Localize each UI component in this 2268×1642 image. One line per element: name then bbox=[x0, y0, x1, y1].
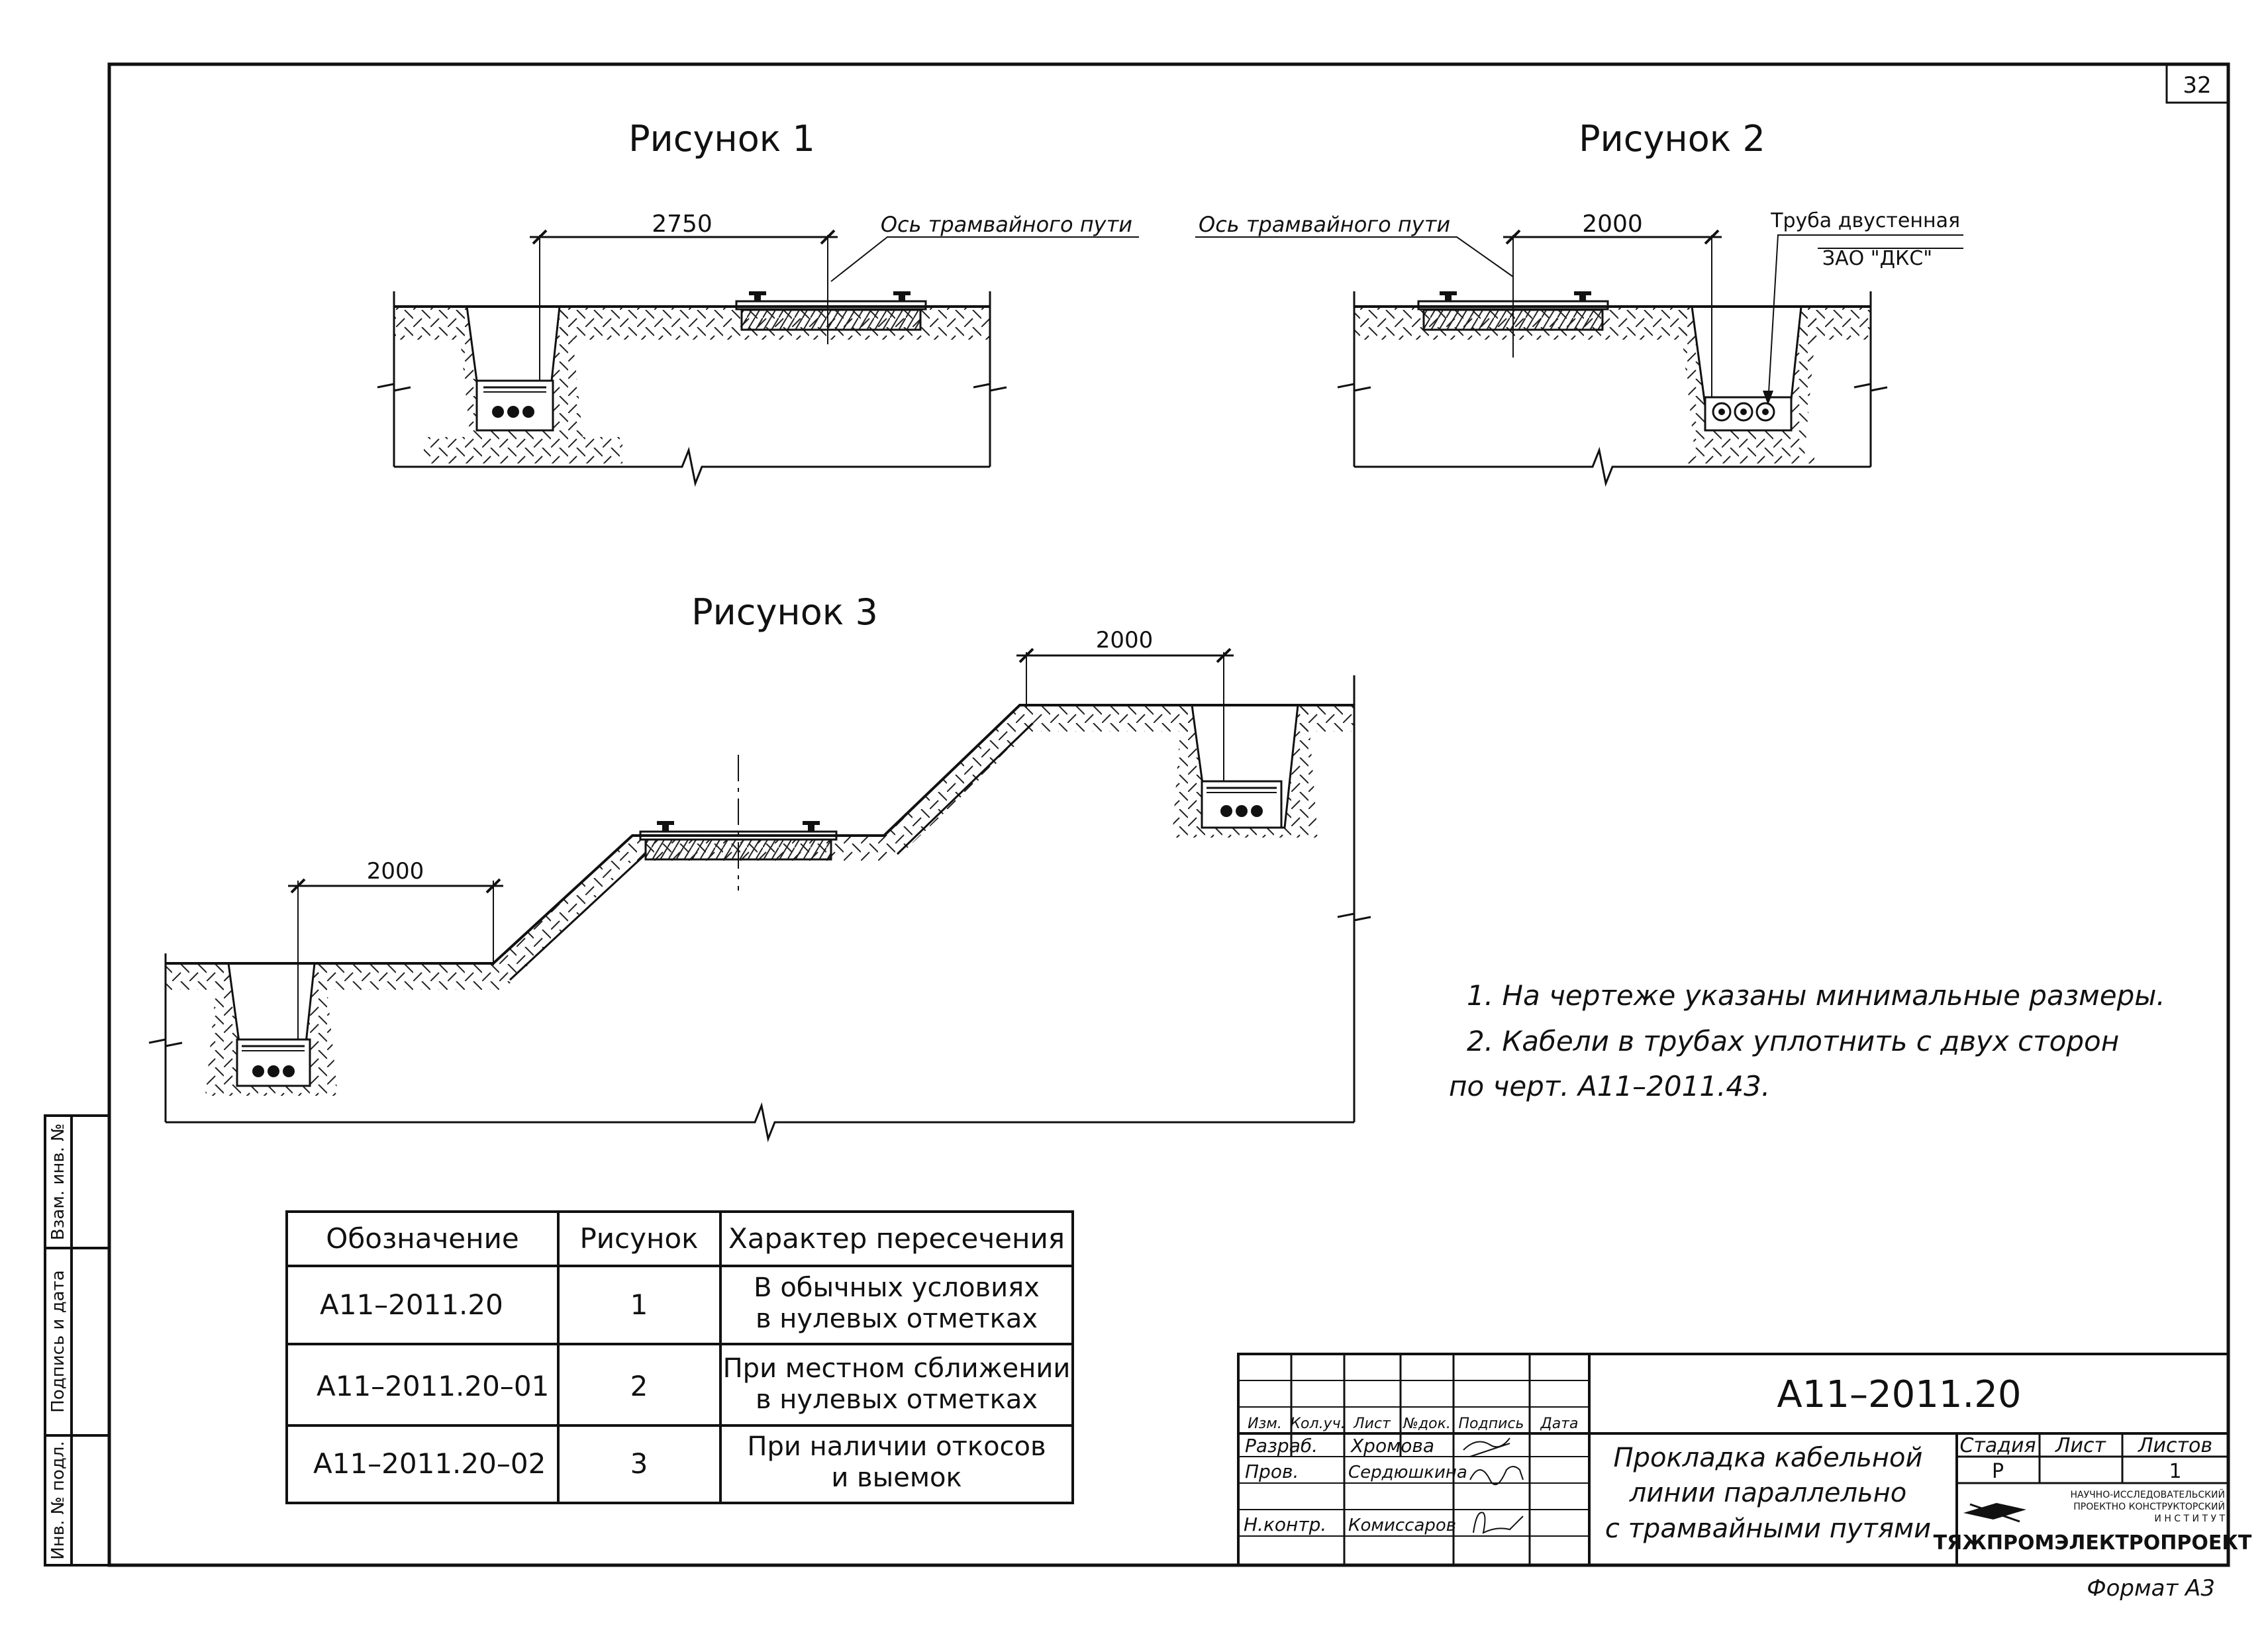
table-header-designation: Обозначение bbox=[326, 1222, 518, 1255]
table-row-1-nature-1: В обычных условиях bbox=[754, 1273, 1040, 1303]
figure-1-title: Рисунок 1 bbox=[628, 118, 815, 160]
signature-developer bbox=[1463, 1437, 1510, 1457]
stamp-sheet-header: Лист bbox=[2055, 1434, 2107, 1457]
table-row-3-nature-2: и выемок bbox=[831, 1463, 961, 1493]
table-row-1-designation: А11–2011.20 bbox=[320, 1288, 503, 1321]
figure-3: Рисунок 3 bbox=[148, 591, 1371, 1143]
stamp-doc-number: А11–2011.20 bbox=[1777, 1373, 2021, 1416]
stamp-title-1: Прокладка кабельной bbox=[1614, 1443, 1923, 1473]
title-block: Изм. Кол.уч. Лист №док. Подпись Дата Раз… bbox=[1237, 1353, 2252, 1567]
stamp-title-3: с трамвайными путями bbox=[1605, 1514, 1931, 1544]
stamp-title-2: линии параллельно bbox=[1629, 1478, 1907, 1508]
table-header-nature: Характер пересечения bbox=[728, 1222, 1065, 1255]
figure-3-dimension-lower: 2000 bbox=[367, 858, 424, 885]
table-row-3-designation: А11–2011.20–02 bbox=[313, 1447, 546, 1480]
figure-2-pipe-label-1: Труба двустенная bbox=[1770, 209, 1960, 232]
figure-2-axis-label: Ось трамвайного пути bbox=[1199, 212, 1450, 237]
table-row-1-figure: 1 bbox=[630, 1288, 648, 1321]
side-stamp-label-middle: Подпись и дата bbox=[48, 1270, 68, 1412]
stamp-name-checker: Сердюшкина bbox=[1348, 1463, 1467, 1482]
stamp-col-date: Дата bbox=[1540, 1416, 1579, 1432]
notes: 1. На чертеже указаны минимальные размер… bbox=[1449, 979, 2165, 1102]
format-label: Формат А3 bbox=[2087, 1575, 2215, 1602]
page-number: 32 bbox=[2183, 72, 2211, 99]
stamp-role-checker: Пров. bbox=[1245, 1461, 1299, 1482]
table-row-3-nature-1: При наличии откосов bbox=[747, 1431, 1046, 1462]
figure-3-dimension-upper: 2000 bbox=[1096, 627, 1154, 653]
stamp-name-developer: Хромова bbox=[1350, 1435, 1434, 1457]
stamp-name-normcontrol: Комиссаров bbox=[1348, 1516, 1456, 1535]
table-row-2-designation: А11–2011.20–01 bbox=[317, 1370, 549, 1402]
signature-normcontrol bbox=[1473, 1512, 1524, 1534]
stamp-org-line-2: ПРОЕКТНО КОНСТРУКТОРСКИЙ bbox=[2073, 1500, 2225, 1512]
figure-2-dimension: 2000 bbox=[1582, 211, 1643, 238]
stamp-org-name: ТЯЖПРОМЭЛЕКТРОПРОЕКТ bbox=[1934, 1531, 2252, 1555]
figure-2-pipe-label-2: ЗАО "ДКС" bbox=[1822, 247, 1932, 270]
figure-1: Рисунок 1 2750 Ось трамвайн bbox=[377, 118, 1139, 487]
stamp-role-normcontrol: Н.контр. bbox=[1244, 1514, 1326, 1535]
table-row-2-nature-1: При местном сближении bbox=[723, 1353, 1071, 1384]
stamp-org-line-1: НАУЧНО-ИССЛЕДОВАТЕЛЬСКИЙ bbox=[2070, 1488, 2225, 1500]
stamp-sheets-header: Листов bbox=[2138, 1434, 2212, 1457]
stamp-col-sheet: Лист bbox=[1353, 1416, 1391, 1432]
signature-checker bbox=[1469, 1466, 1524, 1486]
note-2b: по черт. А11–2011.43. bbox=[1449, 1070, 1770, 1102]
figure-2-title: Рисунок 2 bbox=[1579, 118, 1765, 160]
stamp-col-change: Изм. bbox=[1248, 1416, 1282, 1432]
table-header-figure: Рисунок bbox=[579, 1222, 698, 1255]
note-2a: 2. Кабели в трубах уплотнить с двух стор… bbox=[1467, 1025, 2119, 1057]
figure-1-axis-label: Ось трамвайного пути bbox=[881, 212, 1132, 237]
table-row-2-nature-2: в нулевых отметках bbox=[756, 1384, 1038, 1415]
side-stamp-label-bottom: Инв. № подл. bbox=[48, 1441, 68, 1559]
stamp-stage-value: Р bbox=[1992, 1460, 2004, 1483]
organization-logo-icon bbox=[1963, 1503, 2026, 1523]
side-stamp: Взам. инв. № Подпись и дата Инв. № подл. bbox=[44, 1114, 111, 1567]
stamp-col-signature: Подпись bbox=[1459, 1416, 1524, 1432]
designation-table: Обозначение Рисунок Характер пересечения… bbox=[285, 1210, 1074, 1504]
sheet-frame: 32 Формат А3 bbox=[107, 62, 2230, 1602]
stamp-stage-header: Стадия bbox=[1959, 1434, 2036, 1457]
table-row-2-figure: 2 bbox=[630, 1370, 648, 1402]
stamp-sheets-value: 1 bbox=[2169, 1460, 2181, 1483]
figure-2: Рисунок 2 2000 Ось трамвайного пути bbox=[1195, 118, 1963, 487]
stamp-col-count: Кол.уч. bbox=[1290, 1416, 1345, 1432]
table-row-3-figure: 3 bbox=[630, 1447, 648, 1480]
table-row-1-nature-2: в нулевых отметках bbox=[756, 1304, 1038, 1334]
note-1: 1. На чертеже указаны минимальные размер… bbox=[1467, 979, 2165, 1012]
stamp-col-docno: №док. bbox=[1403, 1416, 1451, 1432]
figure-3-title: Рисунок 3 bbox=[691, 591, 878, 633]
stamp-org-line-3: И Н С Т И Т У Т bbox=[2154, 1514, 2225, 1524]
side-stamp-label-top: Взам. инв. № bbox=[48, 1124, 68, 1241]
stamp-role-developer: Разраб. bbox=[1245, 1435, 1318, 1457]
figure-1-dimension: 2750 bbox=[652, 211, 713, 238]
